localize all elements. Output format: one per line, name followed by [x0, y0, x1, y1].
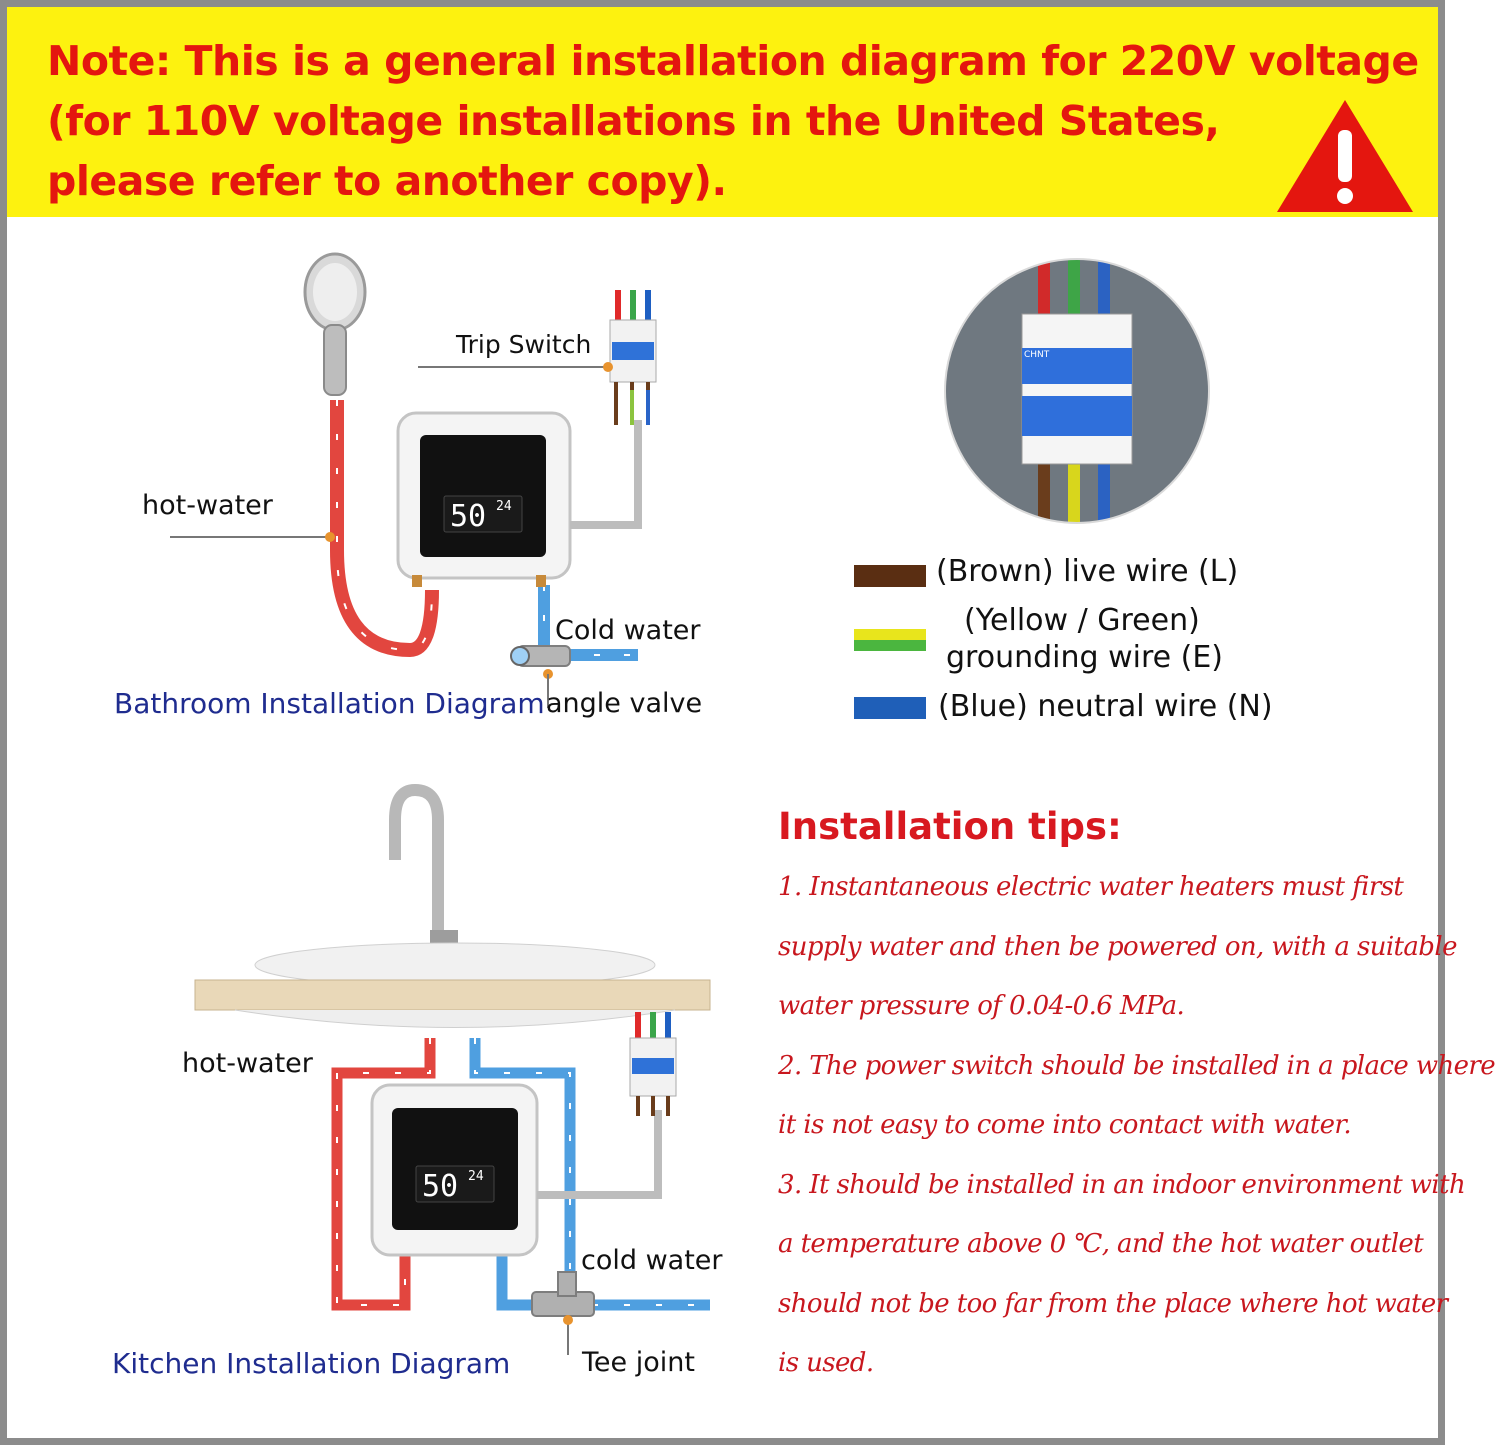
banner-line-2: (for 110V voltage installations in the U… — [47, 97, 1220, 145]
kitchen-heater-small-readout: 24 — [468, 1169, 484, 1184]
banner-line-3: please refer to another copy). — [47, 157, 727, 205]
kitchen-cold-water-label: cold water — [581, 1245, 723, 1276]
legend-grounding-label: grounding wire (E) — [946, 640, 1223, 675]
kitchen-water-heater-icon: 50 24 — [370, 1083, 539, 1257]
warning-triangle-icon — [1277, 100, 1413, 212]
tee-joint-label: Tee joint — [582, 1347, 695, 1378]
tip-line-1: 1. Instantaneous electric water heaters … — [778, 872, 1404, 902]
trip-switch-icon — [609, 290, 657, 425]
tee-joint-icon — [531, 1271, 595, 1317]
bathroom-diagram-title: Bathroom Installation Diagram — [114, 687, 545, 720]
tip-line-9: is used. — [778, 1348, 874, 1378]
angle-valve-icon — [510, 645, 571, 667]
installation-tips-title: Installation tips: — [778, 805, 1122, 848]
blue-wire-swatch — [854, 697, 926, 719]
kitchen-hot-water-label: hot-water — [182, 1048, 313, 1079]
trip-switch-label: Trip Switch — [456, 330, 592, 359]
heater-temperature-readout: 50 — [450, 499, 486, 534]
bathroom-hot-water-label: hot-water — [142, 490, 273, 521]
kitchen-heater-temperature-readout: 50 — [422, 1169, 458, 1204]
brown-wire-swatch — [854, 565, 926, 587]
legend-brown-label: (Brown) live wire (L) — [936, 554, 1239, 589]
kitchen-diagram: 50 24 — [194, 783, 711, 1355]
breaker-brand-label: CHNT — [1024, 350, 1050, 360]
tip-line-6: 3. It should be installed in an indoor e… — [778, 1170, 1466, 1200]
water-heater-icon: 50 24 — [396, 411, 572, 587]
tip-line-8: should not be too far from the place whe… — [778, 1289, 1448, 1319]
legend-blue-label: (Blue) neutral wire (N) — [938, 689, 1273, 724]
yellow-green-wire-swatch — [854, 629, 926, 651]
image-frame — [0, 0, 1445, 1445]
breaker-photo: CHNT — [944, 258, 1210, 524]
kitchen-diagram-title: Kitchen Installation Diagram — [112, 1347, 511, 1380]
bathroom-cold-water-label: Cold water — [555, 615, 701, 646]
heater-small-readout: 24 — [496, 499, 512, 514]
tip-line-2: supply water and then be powered on, wit… — [778, 932, 1457, 962]
tip-line-7: a temperature above 0 ℃, and the hot wat… — [778, 1229, 1424, 1259]
angle-valve-label: angle valve — [546, 688, 703, 719]
tip-line-3: water pressure of 0.04-0.6 MPa. — [778, 991, 1185, 1021]
shower-head-icon — [303, 252, 367, 396]
bathroom-diagram: 50 24 — [170, 252, 657, 708]
faucet-icon — [389, 783, 458, 960]
tip-line-5: it is not easy to come into contact with… — [778, 1110, 1352, 1140]
kitchen-trip-switch-icon — [629, 1012, 677, 1116]
banner-line-1: Note: This is a general installation dia… — [47, 37, 1419, 85]
tip-line-4: 2. The power switch should be installed … — [778, 1051, 1495, 1081]
warning-banner: Note: This is a general installation dia… — [7, 7, 1438, 217]
legend-yellow-green-label: (Yellow / Green) — [964, 603, 1200, 638]
